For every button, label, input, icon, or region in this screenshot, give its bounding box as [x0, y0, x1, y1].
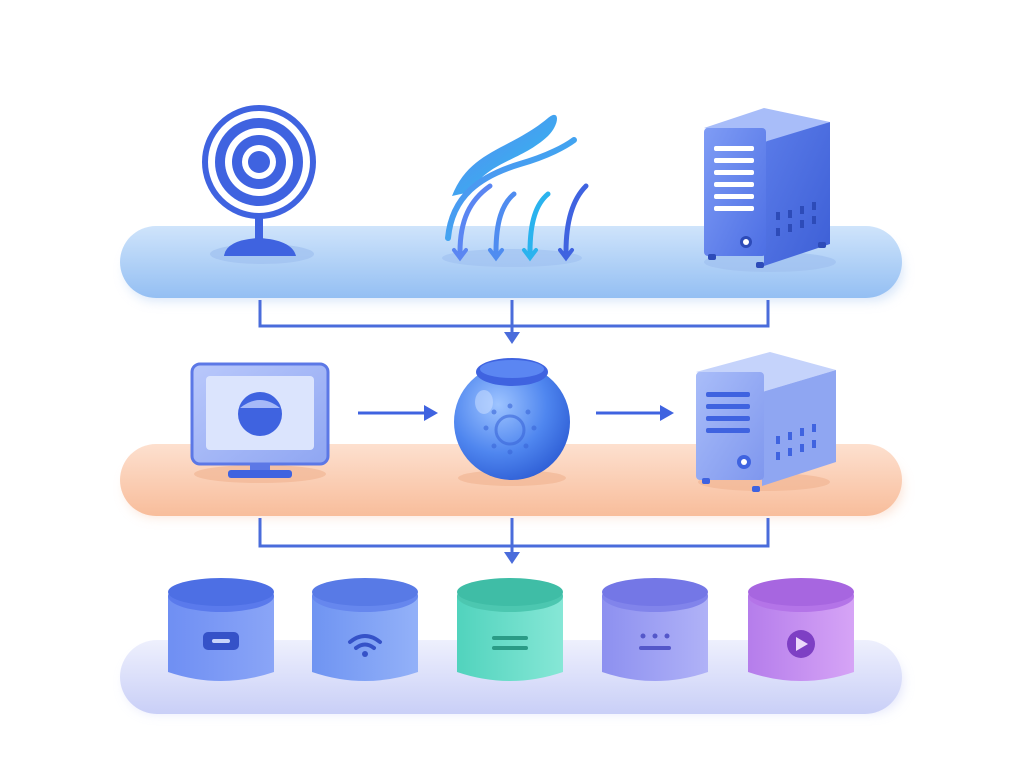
storage-cylinder-dots-icon [602, 578, 708, 681]
connector-middle-to-bottom [258, 518, 770, 564]
server-box-icon [696, 352, 836, 492]
storage-cylinder-play-icon [748, 578, 854, 681]
monitor-icon [190, 362, 330, 483]
arrow-to-server [596, 405, 674, 421]
webcam-icon [202, 105, 316, 264]
sphere-processor-icon [454, 358, 570, 486]
arrow-to-sphere [358, 405, 438, 421]
storage-cylinder-wifi-icon [312, 578, 418, 681]
storage-cylinder-list-icon [457, 578, 563, 681]
server-tower-icon [704, 108, 836, 272]
connector-top-to-middle [258, 300, 770, 344]
storage-cylinder-icon [168, 578, 274, 681]
data-stream-icon [442, 114, 589, 267]
